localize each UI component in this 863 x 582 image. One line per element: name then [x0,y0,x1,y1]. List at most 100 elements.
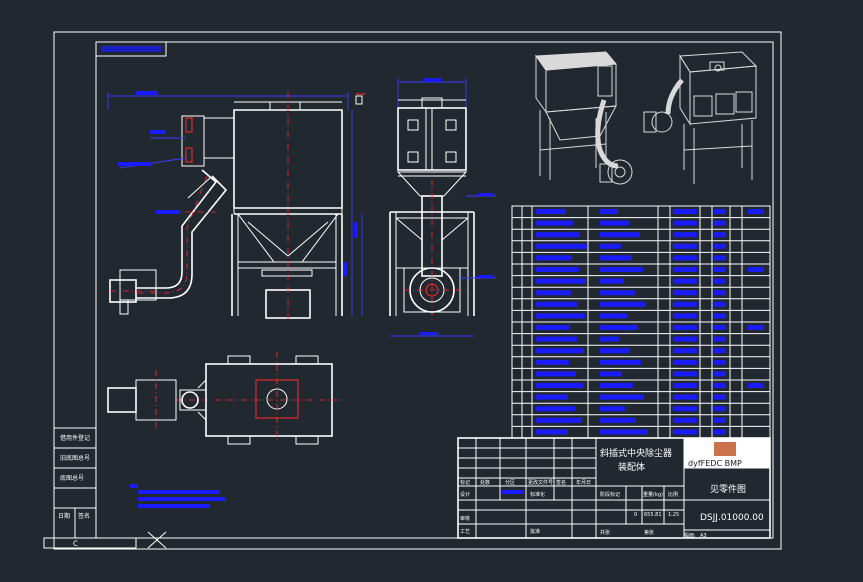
bom-name-cell [600,325,638,330]
bom-code-cell [536,394,568,400]
drawing-title-1: 斜插式中央除尘器 [600,447,672,459]
bom-name-cell [600,232,640,238]
sheet-reference: 见零件图 [710,483,746,495]
bom-qty-cell [714,359,726,365]
tb-sheet-of: 第张 [644,529,654,536]
tb-mark: 标记 [460,479,470,486]
title-block: 标记 处数 分区 更改文件号 签名 年月日 设计 标准化 审核 工艺 批准 斜插… [457,437,771,539]
isometric-view-left [535,51,633,185]
bom-name-cell [600,359,641,365]
bom-material-cell [673,406,697,412]
bom-qty-cell [714,313,726,319]
bom-material-cell [673,359,697,365]
bom-material-cell [673,394,697,400]
side-tab-4: 日期 [58,512,70,520]
bom-qty-cell [714,417,726,423]
side-tab-column: 借用件登记 旧底图总号 底图总号 日期 签名 [53,427,97,539]
bom-material-cell [673,417,697,423]
isometric-view-right [643,51,758,184]
sheet-frame [53,31,782,550]
bom-qty-cell [714,325,726,330]
tb-zone: 分区 [505,479,515,486]
tb-date: 年月日 [576,479,591,486]
technical-notes [130,484,226,508]
top-left-tag [95,41,167,57]
bom-code-cell [536,371,576,377]
bom-material-cell [673,290,697,296]
tb-scale: 比例 [668,491,678,498]
bom-qty-cell [714,348,726,354]
bom-name-cell [600,383,633,388]
tb-count: 处数 [480,479,490,486]
tb-sheets: 共张 [600,529,610,536]
bom-material-cell [673,313,697,319]
bom-name-cell [600,371,622,377]
drawing-title-2: 装配体 [618,461,645,473]
bom-name-cell [600,417,636,423]
tb-stage: 阶段标记 [600,491,620,498]
bom-name-cell [600,209,618,214]
bom-qty-cell [714,290,726,296]
part-number: DSJJ.01000.00 [700,513,764,523]
side-tab-2: 旧底图总号 [60,454,90,462]
bom-qty-cell [714,429,726,435]
bom-note-cell [748,325,764,330]
bom-code-cell [536,383,583,388]
bom-name-cell [600,267,643,272]
bom-name-cell [600,348,630,354]
bom-qty-cell [714,394,726,400]
bom-name-cell [600,394,644,400]
drawing-weight: 655.81 [644,512,662,518]
bom-code-cell [536,325,570,330]
company-logo-text: dyfFEDC BMP [688,459,742,468]
bom-material-cell [673,301,697,307]
bom-code-cell [536,232,580,238]
bom-material-cell [673,336,697,342]
bom-code-cell [536,278,586,284]
tb-sign: 签名 [556,479,566,486]
bom-code-cell [536,301,578,307]
tb-standard: 标准化 [530,491,545,498]
bom-code-cell [536,209,566,214]
bom-code-cell [536,220,573,226]
bom-code-cell [536,359,569,365]
bom-note-cell [748,383,764,388]
bom-qty-cell [714,336,726,342]
paper-size: A3 [700,533,707,539]
paper-size-prefix: 幅面: [684,532,696,539]
bom-qty-cell [714,406,726,412]
inner-frame [95,41,774,539]
tb-design: 设计 [460,491,470,498]
bill-of-materials-table [511,205,771,439]
bom-code-cell [536,429,567,435]
bom-name-cell [600,429,647,435]
bom-code-cell [536,406,575,412]
bom-qty-cell [714,243,726,249]
bom-code-cell [536,267,579,272]
bom-name-cell [600,255,632,261]
bom-material-cell [673,209,697,214]
bom-name-cell [600,278,624,284]
bom-name-cell [600,406,625,412]
bom-qty-cell [714,267,726,272]
bom-material-cell [673,429,697,435]
ucs-cross [147,531,167,549]
tb-approve: 批准 [530,528,540,535]
tb-zero: 0 [634,512,637,518]
plan-view [107,352,346,445]
bom-code-cell [536,243,587,249]
bom-qty-cell [714,255,726,261]
bom-code-cell [536,348,584,354]
tb-audit: 审核 [460,515,470,522]
bom-material-cell [673,325,697,330]
bom-material-cell [673,278,697,284]
bom-material-cell [673,232,697,238]
bom-qty-cell [714,383,726,388]
bom-qty-cell [714,232,726,238]
svg-text:Ｃ: Ｃ [72,540,79,548]
bom-note-cell [748,267,764,272]
bom-material-cell [673,255,697,261]
bom-note-cell [748,209,764,214]
bom-qty-cell [714,371,726,377]
